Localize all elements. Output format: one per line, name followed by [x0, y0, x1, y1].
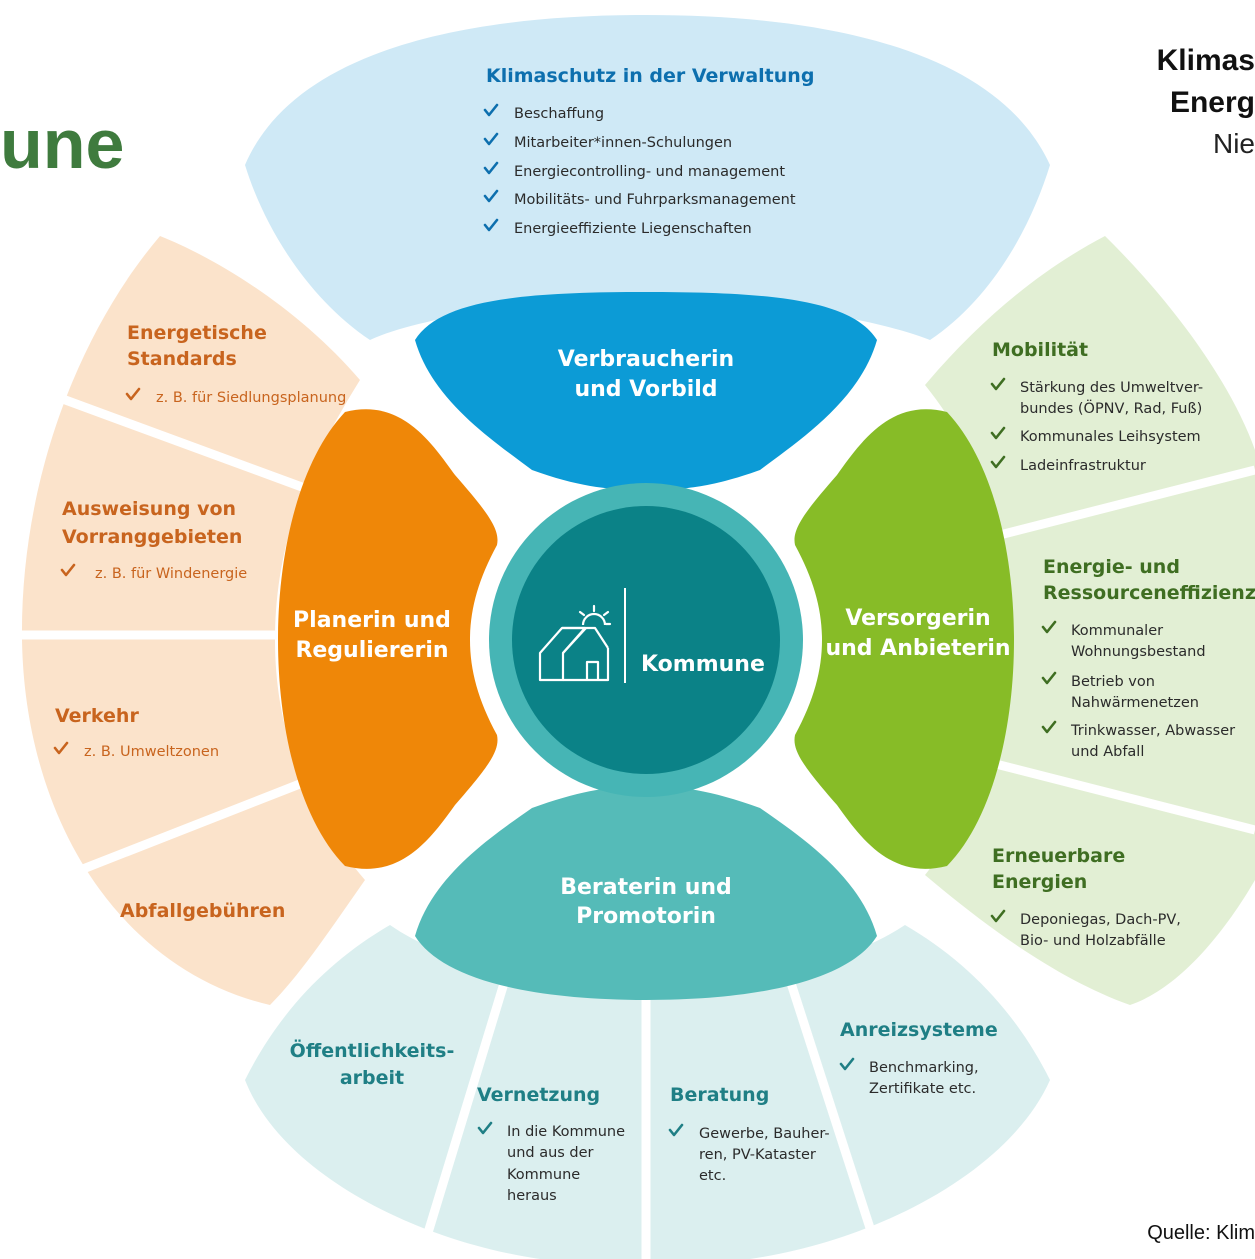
- role-label-bottom-line2: Promotorin: [576, 904, 716, 929]
- role-label-left-line1: Planerin und: [293, 608, 451, 633]
- hub-label: Kommune: [641, 652, 765, 677]
- left-panel-content: Energetische Standards z. B. für Siedlun…: [53, 322, 346, 922]
- right-heading: Ressourceneffizienz: [1043, 582, 1255, 604]
- source-note: Quelle: Klim: [1147, 1222, 1255, 1244]
- bottom-heading: Öffentlichkeits-: [290, 1038, 455, 1062]
- right-item: bundes (ÖPNV, Rad, Fuß): [1020, 399, 1202, 417]
- right-heading: Energien: [992, 871, 1087, 893]
- left-item: z. B. für Siedlungsplanung: [156, 390, 346, 406]
- role-shape-bottom: [415, 786, 877, 1000]
- left-heading: Abfallgebühren: [120, 900, 285, 922]
- right-item: Kommunaler: [1071, 623, 1163, 639]
- panel-separators: [15, 393, 1255, 1259]
- bottom-item: und aus der: [507, 1145, 594, 1161]
- top-outer-panel: [245, 15, 1050, 340]
- role-label-bottom-line1: Beraterin und: [560, 875, 732, 900]
- role-shape-top: [415, 292, 877, 490]
- role-shapes: [278, 292, 1014, 1000]
- hub-core: [512, 506, 780, 774]
- right-heading: Erneuerbare: [992, 845, 1125, 867]
- right-item: Ladeinfrastruktur: [1020, 458, 1146, 474]
- role-label-right-line1: Versorgerin: [845, 606, 990, 631]
- outer-panels: [15, 15, 1255, 1259]
- left-heading: Ausweisung von: [62, 498, 236, 520]
- left-item: z. B. für Windenergie: [95, 566, 247, 582]
- right-heading: Mobilität: [992, 339, 1088, 361]
- right-item: Wohnungsbestand: [1071, 644, 1206, 660]
- top-item: Mobilitäts- und Fuhrparksmanagement: [514, 192, 796, 208]
- bottom-item: Kommune: [507, 1167, 580, 1183]
- role-shape-right: [794, 409, 1014, 869]
- right-item: Deponiegas, Dach-PV,: [1020, 912, 1181, 928]
- bottom-item: Gewerbe, Bauher-: [699, 1126, 830, 1142]
- left-outer-panel: [21, 236, 365, 1005]
- role-shape-left: [278, 409, 498, 869]
- role-label-left-line2: Reguliererin: [295, 638, 448, 663]
- top-item: Energieeffiziente Liegenschaften: [514, 221, 752, 237]
- bottom-heading: Beratung: [670, 1084, 769, 1106]
- bottom-item: Benchmarking,: [869, 1060, 979, 1076]
- house-sun-icon: [538, 604, 612, 682]
- top-item: Beschaffung: [514, 106, 604, 122]
- top-panel-content: Klimaschutz in der Verwaltung Beschaffun…: [483, 65, 814, 237]
- top-panel-heading: Klimaschutz in der Verwaltung: [486, 65, 814, 87]
- left-heading: Vorranggebieten: [62, 526, 242, 548]
- left-heading: Energetische: [127, 322, 267, 344]
- right-item: und Abfall: [1071, 744, 1144, 760]
- top-item: Mitarbeiter*innen-Schulungen: [514, 135, 732, 151]
- role-label-right-line2: und Anbieterin: [825, 636, 1010, 661]
- right-item: Kommunales Leihsystem: [1020, 429, 1201, 445]
- role-label-left: Planerin und Reguliererin: [293, 608, 451, 663]
- bottom-item: etc.: [699, 1168, 726, 1184]
- header-right-line2: Energ: [1169, 86, 1255, 119]
- bottom-item: heraus: [507, 1188, 557, 1204]
- bottom-heading: Vernetzung: [477, 1084, 600, 1106]
- right-item: Nahwärmenetzen: [1071, 695, 1199, 711]
- role-label-right: Versorgerin und Anbieterin: [825, 606, 1010, 661]
- bottom-heading: Anreizsysteme: [840, 1019, 998, 1041]
- left-heading: Verkehr: [55, 705, 139, 727]
- right-item: Bio- und Holzabfälle: [1020, 933, 1166, 949]
- role-label-top-line2: und Vorbild: [574, 377, 717, 402]
- top-item: Energiecontrolling- und management: [514, 164, 785, 180]
- bottom-item: ren, PV-Kataster: [699, 1147, 816, 1163]
- bottom-item: In die Kommune: [507, 1124, 625, 1140]
- right-heading: Energie- und: [1043, 556, 1180, 578]
- left-heading: Standards: [127, 348, 237, 370]
- right-item: Betrieb von: [1071, 674, 1155, 690]
- bottom-heading: arbeit: [340, 1067, 404, 1089]
- role-label-top-line1: Verbraucherin: [558, 347, 734, 372]
- right-panel-content: Mobilität Stärkung des Umweltver- bundes…: [990, 339, 1255, 949]
- page-title-fragment: une: [0, 105, 125, 183]
- left-item: z. B. Umweltzonen: [84, 744, 219, 760]
- role-label-bottom: Beraterin und Promotorin: [560, 875, 732, 929]
- role-label-top: Verbraucherin und Vorbild: [558, 347, 734, 402]
- right-item: Trinkwasser, Abwasser: [1070, 723, 1235, 739]
- bottom-panel-content: Öffentlichkeits- arbeit Vernetzung In di…: [290, 1019, 998, 1204]
- header-right-line1: Klimas: [1156, 44, 1255, 77]
- header-right-line3: Nie: [1212, 128, 1255, 159]
- bottom-item: Zertifikate etc.: [869, 1081, 976, 1097]
- right-item: Stärkung des Umweltver-: [1020, 380, 1203, 396]
